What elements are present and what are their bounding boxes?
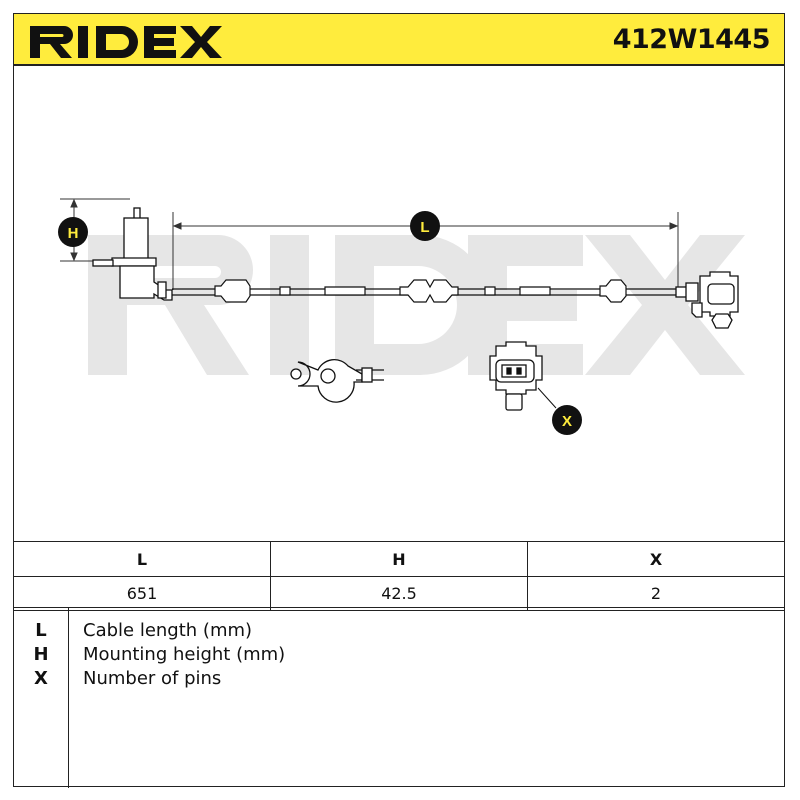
length-callout: [410, 211, 440, 241]
connector-front-view: [489, 341, 543, 411]
legend-key: H: [33, 644, 49, 665]
height-callout: [58, 217, 88, 247]
diagram-frame: [13, 65, 785, 787]
legend-item-x: X Number of pins: [13, 668, 785, 692]
sensor-head: [92, 207, 173, 301]
spec-header-l: L: [13, 541, 271, 577]
spec-value-h: 42.5: [270, 576, 528, 611]
spec-header-h: H: [270, 541, 528, 577]
spec-header-x: X: [527, 541, 785, 577]
cable-connector: [675, 271, 739, 329]
header-bar: 412W1445: [13, 13, 785, 65]
sensor-cable: [172, 279, 677, 303]
legend-text: Number of pins: [83, 668, 222, 689]
legend-key: X: [34, 668, 48, 689]
legend-divider: [68, 608, 69, 788]
ridex-logo: [30, 26, 222, 58]
mounting-bracket: [290, 359, 384, 403]
pins-leader-line: [537, 387, 557, 409]
legend-text: Cable length (mm): [83, 620, 253, 641]
spec-value-l: 651: [13, 576, 271, 611]
legend-item-l: L Cable length (mm): [13, 620, 785, 644]
spec-value-x: 2: [527, 576, 785, 611]
spec-value-row: 651 42.5 2: [13, 576, 785, 611]
part-number: 412W1445: [612, 24, 771, 55]
spec-table: L H X 651 42.5 2: [13, 541, 785, 611]
ridex-watermark: [88, 235, 745, 375]
spec-header-row: L H X: [13, 541, 785, 577]
pins-callout: [552, 405, 582, 435]
sensor-drawing: H L: [58, 198, 745, 435]
length-callout-label: L: [420, 219, 429, 236]
pins-callout-label: X: [562, 413, 572, 430]
height-callout-label: H: [68, 225, 79, 242]
legend-key: L: [35, 620, 47, 641]
legend: L Cable length (mm) H Mounting height (m…: [13, 607, 785, 788]
legend-text: Mounting height (mm): [83, 644, 286, 665]
legend-item-h: H Mounting height (mm): [13, 644, 785, 668]
